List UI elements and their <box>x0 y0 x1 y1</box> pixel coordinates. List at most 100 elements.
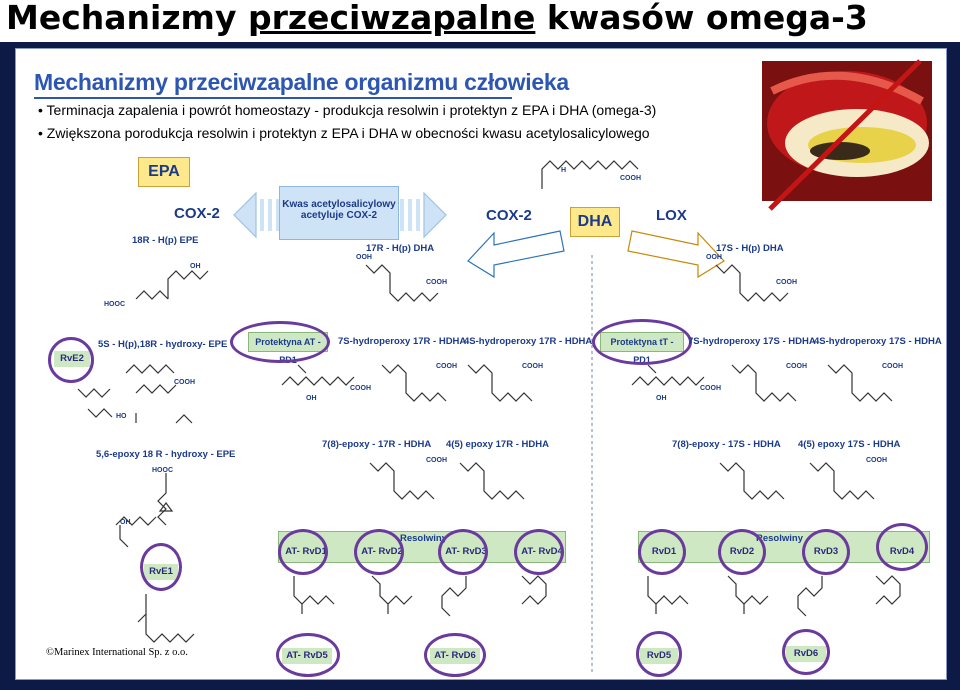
right-45-cooh: COOH <box>866 457 887 464</box>
right-resolwiny-label: Resolwiny <box>756 533 803 544</box>
dha-right-int-cooh: COOH <box>776 279 797 286</box>
left-7s-cooh: COOH <box>436 363 457 370</box>
title-part-2: kwasów omega-3 <box>535 0 868 37</box>
arrow-down-icon <box>338 297 354 319</box>
rvd3-structure <box>797 576 823 617</box>
rve1-structure <box>137 594 195 643</box>
pd1-right-structure <box>631 364 705 386</box>
right-45-epoxy: 4(5) epoxy 17S - HDHA <box>798 439 901 450</box>
epa-step3: 5,6-epoxy 18 R - hydroxy - EPE <box>96 449 236 460</box>
rvd4-highlight <box>876 523 928 571</box>
epa-structure-3 <box>115 473 174 548</box>
artery-image <box>762 59 932 211</box>
right-45-structure <box>809 462 875 500</box>
at-rvd6-highlight <box>424 633 486 677</box>
rve2-highlight <box>48 337 94 383</box>
at-rvd5-highlight <box>276 633 340 677</box>
dha-structure <box>541 160 639 189</box>
arrow-left-icon <box>467 230 565 279</box>
aspirin-box: Kwas acetylosalicylowy acetyluje COX-2 <box>279 186 399 240</box>
left-78-epoxy: 7(8)-epoxy - 17R - HDHA <box>322 439 432 450</box>
copyright: ©Marinex International Sp. z o.o. <box>46 647 188 658</box>
dha-left-int-cooh: COOH <box>426 279 447 286</box>
arrow-down-icon <box>468 297 484 319</box>
at-rvd3-highlight <box>438 529 488 575</box>
arrow-down-icon <box>392 407 408 429</box>
arrow-down-icon <box>756 501 772 523</box>
aspirin-line-2: acetyluje COX-2 <box>300 210 378 221</box>
arrow-down-icon <box>148 419 168 447</box>
bullet-2: • Zwiększona porodukcja resolwin i prote… <box>38 125 650 141</box>
pd1-left-oh: OH <box>306 395 317 402</box>
protectin-tt-pd1-highlight <box>592 319 692 365</box>
arrow-down-icon <box>476 501 492 523</box>
arrow-left-icon <box>233 191 280 239</box>
epa-oh-1: OH <box>190 263 201 270</box>
epa-step2: 5S - H(p),18R - hydroxy- EPE <box>98 339 228 350</box>
panel-heading: Mechanizmy przeciwzapalne organizmu czło… <box>34 69 569 95</box>
at-rvd1-structure <box>293 576 335 614</box>
at-rvd4-highlight <box>514 529 564 575</box>
dha-h: H <box>561 167 567 174</box>
title-part-underlined: przeciwzapalne <box>247 0 536 37</box>
epa-oh-3: OH <box>120 519 131 526</box>
at-rvd1-highlight <box>278 529 328 575</box>
dha-left-intermediate: 17R - H(p) DHA <box>366 243 435 254</box>
at-rvd4-structure <box>521 575 547 605</box>
arrow-down-icon <box>838 501 854 523</box>
dha-right-int-hoo: OOH <box>706 254 722 261</box>
rvd3-highlight <box>802 529 850 575</box>
left-resolwiny-label: Resolwiny <box>400 533 447 544</box>
pd1-left-cooh: COOH <box>350 385 371 392</box>
arrow-down-icon <box>704 501 720 523</box>
right-4s-cooh: COOH <box>882 363 903 370</box>
left-4s-structure <box>467 364 533 402</box>
dha-right-int-structure <box>715 264 789 302</box>
slide-title: Mechanizmy przeciwzapalne kwasów omega-3 <box>6 0 868 37</box>
arrow-right-icon <box>400 191 447 239</box>
diagram-panel: Mechanizmy przeciwzapalne organizmu czło… <box>15 48 947 680</box>
right-4s-hydroperoxy: 4S-hydroperoxy 17S - HDHA <box>814 336 942 347</box>
rve1-highlight <box>140 543 182 591</box>
slide-title-bar: Mechanizmy przeciwzapalne kwasów omega-3 <box>0 0 960 42</box>
arrow-down-icon <box>742 407 758 429</box>
arrow-down-icon <box>148 307 168 335</box>
epa-structure-1 <box>135 270 209 300</box>
dha-right-intermediate: 17S - H(p) DHA <box>716 243 784 254</box>
epa-label: EPA <box>138 157 190 187</box>
epa-structure-2 <box>125 364 193 424</box>
aspirin-line-1: Kwas acetylosalicylowy <box>282 199 396 210</box>
arrow-down-icon <box>830 407 846 429</box>
no-sign-icon <box>768 59 922 211</box>
rvd1-structure <box>647 576 689 614</box>
left-78-structure <box>369 462 435 500</box>
right-4s-structure <box>827 364 893 402</box>
at-rvd2-structure <box>371 575 413 614</box>
dha-cooh: COOH <box>620 175 641 182</box>
left-7s-structure <box>381 364 447 402</box>
rvd6-highlight <box>782 629 830 675</box>
dha-left-int-hoo: OOH <box>356 254 372 261</box>
epa-hooc-3: HOOC <box>152 467 173 474</box>
left-4s-hydroperoxy: 4S-hydroperoxy 17R - HDHA <box>464 336 593 347</box>
right-7s-cooh: COOH <box>786 363 807 370</box>
dha-left-enzyme: COX-2 <box>486 207 532 224</box>
right-7s-hydroperoxy: 7S-hydroperoxy 17S - HDHA <box>688 336 816 347</box>
left-4s-cooh: COOH <box>522 363 543 370</box>
epa-ho-2: HO <box>116 413 127 420</box>
at-rvd3-structure <box>441 576 467 617</box>
bullet-2-text: Zwiększona porodukcja resolwin i protekt… <box>46 125 650 141</box>
pd1-left-structure <box>281 364 355 386</box>
title-part-1: Mechanizmy <box>6 0 248 37</box>
bullet-1: • Terminacja zapalenia i powrót homeosta… <box>38 102 657 118</box>
arrow-down-icon <box>484 407 500 429</box>
arrow-down-icon <box>682 297 698 319</box>
arrow-down-icon <box>816 297 832 319</box>
arrow-down-icon <box>148 201 168 229</box>
pd1-right-oh: OH <box>656 395 667 402</box>
epa-enzyme: COX-2 <box>174 205 220 222</box>
arrow-down-icon <box>392 297 408 319</box>
arrow-down-icon <box>506 501 522 523</box>
pd1-right-cooh: COOH <box>700 385 721 392</box>
left-78-cooh: COOH <box>426 457 447 464</box>
